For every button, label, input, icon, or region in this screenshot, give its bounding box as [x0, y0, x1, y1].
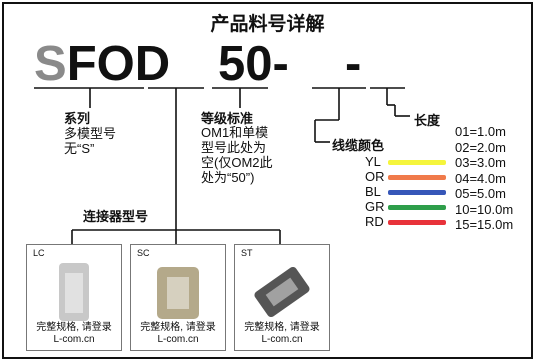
color-swatch-rd: [388, 220, 446, 225]
length-item: 02=2.0m: [455, 139, 506, 155]
connector-photo: [254, 266, 310, 318]
diagram-title: 产品料号详解: [210, 14, 325, 35]
color-swatch-yl: [388, 160, 446, 165]
code-prefix-main: FOD: [66, 37, 171, 91]
series-desc: 多模型号 无“S”: [64, 126, 116, 156]
grade-header: 等级标准: [201, 111, 254, 126]
grade-line: OM1和单模: [201, 125, 269, 140]
connector-caption-line2: L-com.cn: [157, 334, 199, 345]
grade-desc: OM1和单模 型号此处为 空(仅OM2此 处为“50”): [201, 125, 273, 185]
connector-card-sc: SC 完整规格, 请登录 L-com.cn: [130, 244, 226, 351]
length-item: 05=5.0m: [455, 186, 506, 201]
length-list: 01=1.0m 02=2.0m 03=3.0m 04=4.0m 05=5.0m …: [455, 124, 513, 233]
length-item: 15=15.0m: [455, 217, 514, 232]
length-item: 04=4.0m: [455, 170, 506, 186]
connector-caption: 完整规格, 请登录 L-com.cn: [235, 322, 329, 346]
connector-tag: SC: [137, 248, 150, 258]
grade-line: 型号此处为: [201, 140, 267, 155]
length-item: 10=10.0m: [455, 201, 514, 217]
connector-photo: [59, 263, 89, 321]
connector-caption-line2: L-com.cn: [53, 334, 95, 345]
connector-card-st: ST 完整规格, 请登录 L-com.cn: [234, 244, 330, 351]
connector-caption-line1: 完整规格, 请登录: [36, 322, 112, 333]
connector-tag: ST: [241, 248, 253, 258]
code-prefix: SFOD: [34, 36, 170, 92]
grade-line: 处为“50”): [201, 170, 255, 185]
connector-caption-line1: 完整规格, 请登录: [140, 322, 216, 333]
cable-color-code: GR: [365, 199, 385, 214]
connector-caption: 完整规格, 请登录 L-com.cn: [27, 322, 121, 346]
connector-caption: 完整规格, 请登录 L-com.cn: [131, 322, 225, 346]
color-swatch-or: [388, 175, 446, 180]
length-header: 长度: [414, 113, 441, 128]
length-item: 03=3.0m: [455, 155, 506, 170]
cable-color-code: OR: [365, 169, 385, 184]
code-prefix-grey: S: [34, 37, 67, 91]
code-dash: -: [345, 37, 362, 91]
length-item: 01=1.0m: [455, 124, 506, 139]
connector-caption-line1: 完整规格, 请登录: [244, 322, 320, 333]
connector-tag: LC: [33, 248, 45, 258]
cable-color-header: 线缆颜色: [332, 138, 385, 153]
connector-caption-line2: L-com.cn: [261, 334, 303, 345]
connector-card-lc: LC 完整规格, 请登录 L-com.cn: [26, 244, 122, 351]
connector-header: 连接器型号: [83, 209, 149, 224]
color-swatch-gr: [388, 205, 446, 210]
color-swatch-bl: [388, 190, 446, 195]
cable-color-list: YL OR BL GR RD: [365, 154, 385, 229]
series-line: 多模型号: [64, 126, 117, 141]
grade-line: 空(仅OM2此: [201, 155, 273, 170]
connector-photo: [157, 267, 199, 319]
cable-color-code: RD: [365, 214, 384, 229]
series-line: 无“S”: [64, 141, 95, 156]
cable-color-code: YL: [365, 154, 381, 169]
code-middle: 50-: [218, 37, 289, 91]
cable-color-code: BL: [365, 184, 381, 199]
series-header: 系列: [64, 111, 91, 126]
